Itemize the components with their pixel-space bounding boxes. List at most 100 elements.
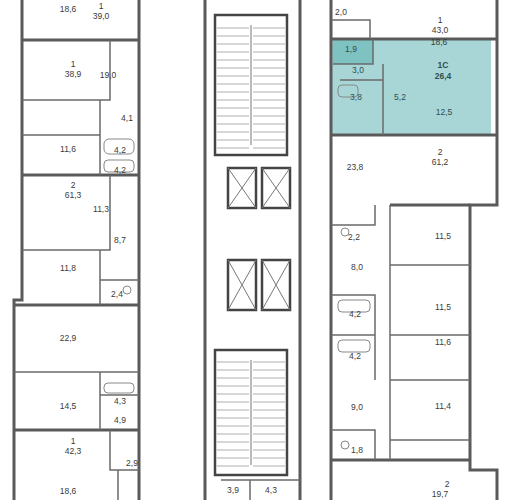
plan-stroke (14, 371, 139, 373)
plan-stroke (217, 466, 249, 467)
plan-stroke (215, 15, 290, 475)
plan-stroke (470, 0, 497, 500)
plan-stroke (331, 134, 497, 137)
plan-stroke (217, 124, 249, 125)
plan-stroke (217, 410, 249, 411)
room-area: 9,0 (351, 403, 363, 412)
plan-stroke (253, 458, 285, 459)
plan-stroke (217, 378, 249, 379)
plan-stroke (14, 0, 22, 500)
plan-stroke (217, 434, 249, 435)
plan-stroke (253, 108, 285, 109)
plan-stroke (253, 418, 285, 419)
plan-stroke (253, 148, 285, 149)
plan-stroke (228, 260, 290, 310)
plan-stroke (14, 429, 139, 432)
room-area: 11,8 (60, 264, 76, 273)
plan-stroke (22, 39, 139, 42)
room-area: 1 (99, 2, 104, 11)
plan-stroke (221, 480, 300, 500)
room-area: 39,0 (93, 12, 110, 21)
plan-stroke (333, 39, 373, 64)
plan-stroke (14, 304, 139, 307)
plan-stroke (217, 36, 249, 37)
plan-stroke (331, 38, 497, 41)
plan-stroke (22, 40, 110, 100)
plan-stroke (389, 205, 391, 460)
plan-stroke (253, 68, 285, 69)
room-area: 4,3 (265, 486, 277, 495)
room-area: 2 (71, 181, 76, 190)
room-area: 4,9 (114, 416, 126, 425)
highlighted-apartment: 1С26,412,55,23,83,01,9 (332, 39, 491, 135)
room-area: 1 (438, 16, 443, 25)
plan-stroke (14, 20, 470, 500)
plan-stroke (253, 36, 285, 37)
plan-stroke (253, 466, 285, 467)
plan-stroke (217, 140, 249, 141)
room-area: 2,9 (126, 459, 138, 468)
plan-stroke (217, 458, 249, 459)
plan-stroke (253, 132, 285, 133)
plan-stroke (253, 124, 285, 125)
plan-stroke (217, 402, 249, 403)
plan-stroke (253, 370, 285, 371)
plan-stroke (331, 20, 370, 39)
room-area: 5,2 (394, 93, 406, 102)
plan-stroke (217, 116, 249, 117)
room-area: 11,5 (435, 232, 451, 241)
plan-stroke (253, 44, 285, 45)
room-area: 38,9 (65, 70, 82, 79)
room-area: 18,6 (60, 487, 77, 496)
plan-stroke (217, 92, 249, 93)
apartment-label: 1С (438, 61, 449, 70)
room-area: 8,7 (114, 236, 126, 245)
plan-stroke (123, 286, 131, 294)
plan-stroke (253, 362, 285, 363)
plan-stroke (228, 25, 290, 465)
plan-stroke (390, 265, 470, 440)
plan-stroke (217, 108, 249, 109)
room-area: 18,6 (60, 5, 77, 14)
room-area: 61,3 (65, 191, 82, 200)
plan-stroke (138, 0, 141, 500)
room-area: 11,3 (93, 205, 109, 214)
plan-stroke (382, 64, 384, 135)
plan-stroke (100, 372, 139, 430)
plan-stroke (104, 85, 370, 449)
plan-stroke (253, 442, 285, 443)
room-area: 4,1 (121, 114, 133, 123)
plan-stroke (217, 386, 249, 387)
plan-stroke (217, 28, 285, 466)
plan-stroke (338, 340, 370, 352)
plan-stroke (217, 362, 249, 363)
plan-stroke (217, 148, 249, 149)
plan-stroke (215, 350, 287, 475)
room-area: 4,2 (349, 310, 361, 319)
room-area: 19,0 (100, 71, 117, 80)
room-area: 1,9 (345, 45, 357, 54)
plan-stroke (217, 426, 249, 427)
room-area: 4,3 (114, 397, 126, 406)
room-area: 43,0 (432, 26, 449, 35)
plan-stroke (251, 360, 252, 465)
plan-stroke (331, 430, 375, 460)
plan-stroke (341, 228, 349, 236)
room-area: 3,9 (227, 486, 239, 495)
room-area: 3,0 (352, 66, 364, 75)
plan-stroke (331, 295, 375, 380)
room-area: 2,4 (111, 290, 123, 299)
plan-stroke (217, 84, 249, 85)
plan-stroke (253, 28, 285, 29)
plan-stroke (110, 430, 139, 500)
plan-stroke (100, 250, 139, 305)
plan-stroke (104, 139, 134, 154)
plan-stroke (253, 92, 285, 93)
plan-stroke (217, 76, 249, 77)
plan-stroke (217, 132, 249, 133)
room-area: 11,4 (435, 402, 451, 411)
room-area: 1 (71, 437, 76, 446)
apartment-label: 26,4 (435, 72, 452, 81)
plan-stroke (333, 39, 373, 64)
